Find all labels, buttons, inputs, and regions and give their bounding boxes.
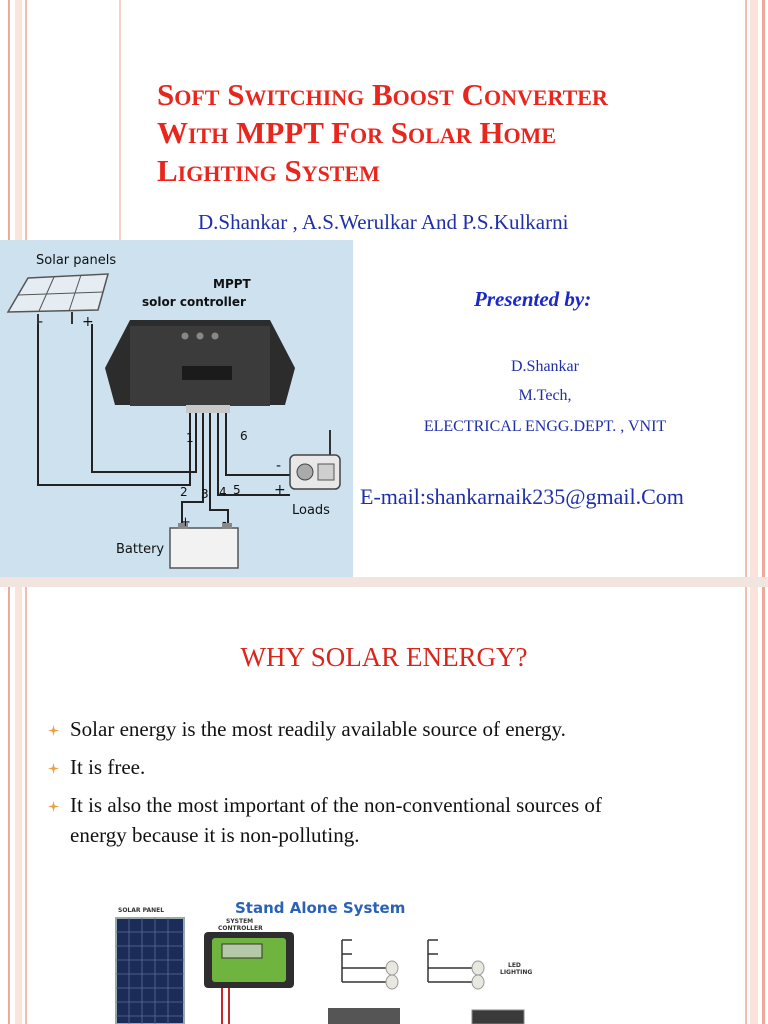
decor-bar [15, 587, 22, 1024]
title-line-3: Lighting System [157, 153, 380, 188]
stand-alone-system-diagram: Stand Alone System SOLAR PANEL SYSTEM CO… [92, 892, 592, 1024]
slide-divider [0, 577, 768, 587]
bullet-text: It is also the most important of the non… [70, 793, 602, 847]
led-bulb-icons [385, 960, 485, 990]
title-line-2: With MPPT For Solar Home [157, 115, 556, 150]
panel-plus-label: + [82, 314, 94, 330]
led-label-2: LIGHTING [500, 969, 532, 976]
terminal-label-4: 4 [219, 485, 227, 499]
slide-2: WHY SOLAR ENERGY? Solar energy is the mo… [0, 587, 768, 1024]
load-plus-label: + [274, 482, 286, 498]
decor-bar [8, 587, 10, 1024]
loads-label: Loads [292, 503, 330, 518]
controller-label-2: CONTROLLER [218, 925, 263, 932]
presenter-email: E-mail:shankarnaik235@gmail.Com [360, 484, 684, 509]
presenter-degree: M.Tech, [518, 387, 572, 404]
decor-bar [745, 0, 747, 577]
slide-title: Soft Switching Boost Converter With MPPT… [157, 76, 747, 190]
radio-load-icon [289, 430, 341, 490]
stand-alone-diagram-svg: Stand Alone System SOLAR PANEL SYSTEM CO… [115, 899, 532, 1024]
list-item: It is also the most important of the non… [48, 790, 648, 850]
presenter-name: D.Shankar [511, 358, 579, 375]
battery-label: Battery [116, 542, 164, 557]
solar-panels-label: Solar panels [36, 253, 116, 268]
system-controller-icon [204, 932, 294, 988]
monitor-icon [471, 1009, 525, 1024]
stand-alone-title: Stand Alone System [235, 899, 405, 917]
terminal-label-2: 2 [180, 485, 188, 499]
battery-icon [169, 523, 239, 569]
wiring [37, 324, 290, 532]
terminal-label-6: 6 [240, 429, 248, 443]
presented-by-label: Presented by: [474, 287, 592, 311]
diamond-bullet-icon [48, 763, 59, 774]
bullet-text: Solar energy is the most readily availab… [70, 717, 566, 741]
panel-minus-label: - [38, 314, 43, 330]
battery-minus-label: - [222, 515, 227, 530]
mppt-diagram-svg: Solar panels - + MPPT solor controller [6, 253, 341, 569]
controller-label-1: MPPT [213, 277, 252, 291]
bullet-text: It is free. [70, 755, 146, 779]
slide-2-title: WHY SOLAR ENERGY? [240, 642, 528, 672]
diamond-bullet-icon [48, 801, 59, 812]
output-wires [341, 939, 478, 983]
red-wires [221, 988, 230, 1024]
decor-bar [750, 0, 758, 577]
bullet-list: Solar energy is the most readily availab… [48, 714, 648, 858]
solar-panel-icon [6, 273, 110, 324]
slide-1: Soft Switching Boost Converter With MPPT… [0, 0, 765, 577]
led-label-1: LED [508, 962, 521, 969]
decor-bar [762, 587, 765, 1024]
controller-label-1: SYSTEM [226, 918, 253, 925]
controller-label-2: solor controller [142, 295, 246, 309]
title-line-1: Soft Switching Boost Converter [157, 77, 608, 112]
mppt-controller-icon [105, 320, 295, 413]
list-item: It is free. [48, 752, 648, 782]
list-item: Solar energy is the most readily availab… [48, 714, 648, 744]
solar-panel-icon [115, 917, 185, 1024]
decor-bar [762, 0, 765, 577]
diamond-bullet-icon [48, 725, 59, 736]
decor-bar [750, 587, 758, 1024]
mppt-wiring-diagram: Solar panels - + MPPT solor controller [0, 240, 353, 577]
terminal-label-3: 3 [201, 487, 209, 501]
load-minus-label: - [276, 458, 281, 474]
presenter-department: ELECTRICAL ENGG.DEPT. , VNIT [423, 418, 667, 435]
solar-panel-label: SOLAR PANEL [118, 907, 164, 914]
battery-plus-label: + [180, 515, 191, 530]
authors: D.Shankar , A.S.Werulkar And P.S.Kulkarn… [198, 210, 569, 234]
decor-bar [25, 587, 27, 1024]
terminal-label-5: 5 [233, 483, 241, 497]
battery-box-icon [328, 1008, 400, 1024]
decor-bar [745, 587, 747, 1024]
terminal-label-1: 1 [186, 431, 194, 445]
